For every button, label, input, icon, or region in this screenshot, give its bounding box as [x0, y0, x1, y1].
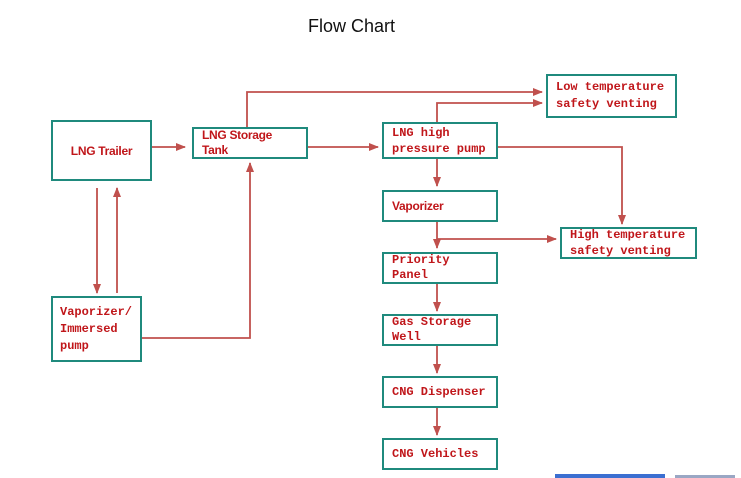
chart-title: Flow Chart	[307, 16, 396, 36]
node-vaporizer-immersed-pump-label: Vaporizer/ Immersed pump	[60, 304, 133, 353]
node-lng-trailer: LNG Trailer	[51, 120, 152, 181]
node-priority-panel: Priority Panel	[382, 252, 498, 284]
node-low-temperature-safety-venting: Low temperature safety venting	[546, 74, 677, 118]
node-cng-vehicles: CNG Vehicles	[382, 438, 498, 470]
node-low-temperature-safety-venting-label: Low temperature safety venting	[556, 80, 665, 111]
arrow-hp-pump-to-low-temp-venting	[436, 99, 543, 122]
node-cng-vehicles-label: CNG Vehicles	[392, 447, 479, 461]
node-gas-storage-well-label: Gas Storage Well	[392, 315, 472, 344]
node-lng-high-pressure-pump: LNG high pressure pump	[382, 122, 498, 159]
cropped-watermark	[555, 470, 741, 478]
node-cng-dispenser: CNG Dispenser	[382, 376, 498, 408]
arrow-tank-to-low-temp-venting	[246, 88, 543, 127]
node-gas-storage-well: Gas Storage Well	[382, 314, 498, 346]
node-lng-high-pressure-pump-label: LNG high pressure pump	[392, 125, 486, 156]
node-high-temperature-safety-venting: High temperature safety venting	[560, 227, 697, 259]
arrow-hp-pump-to-high-temp-venting	[498, 146, 626, 225]
node-high-temperature-safety-venting-label: High temperature safety venting	[570, 228, 686, 258]
node-vaporizer-immersed-pump: Vaporizer/ Immersed pump	[51, 296, 142, 362]
node-priority-panel-label: Priority Panel	[392, 253, 450, 282]
cropped-watermark-graphic	[555, 474, 735, 478]
node-lng-storage-tank: LNG Storage Tank	[192, 127, 308, 159]
node-lng-trailer-label: LNG Trailer	[70, 143, 133, 158]
node-lng-storage-tank-label: LNG Storage Tank	[202, 128, 273, 157]
arrow-vaporizer-pump-to-tank	[142, 162, 254, 339]
node-cng-dispenser-label: CNG Dispenser	[392, 385, 486, 399]
node-vaporizer: Vaporizer	[382, 190, 498, 222]
node-vaporizer-label: Vaporizer	[392, 199, 444, 213]
